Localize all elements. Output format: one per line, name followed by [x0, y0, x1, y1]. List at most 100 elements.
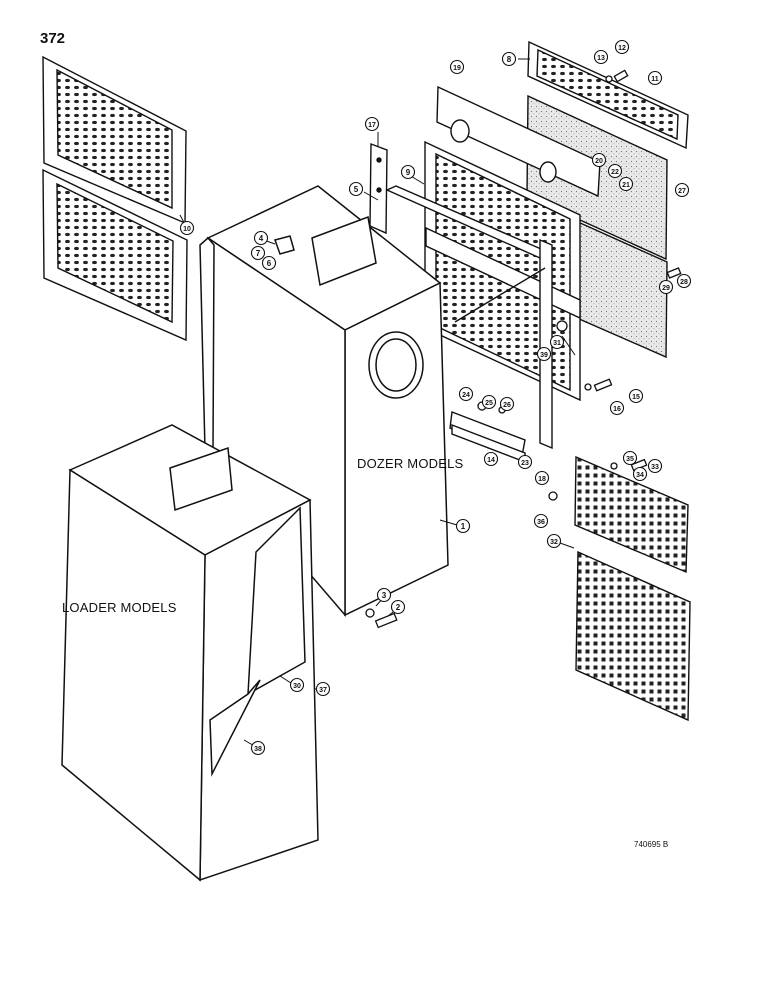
callout-number: 23 — [521, 460, 529, 467]
callout-number: 4 — [259, 234, 264, 243]
callout-number: 8 — [507, 55, 512, 64]
callout-32: 32 — [546, 533, 562, 549]
callout-26: 26 — [499, 396, 515, 412]
callout-number: 19 — [453, 65, 461, 72]
callout-number: 38 — [254, 746, 262, 753]
left-lower-grille-panel — [42, 168, 188, 342]
callout-19: 19 — [449, 59, 465, 75]
callout-circle — [348, 181, 364, 197]
callout-39: 39 — [536, 346, 552, 362]
callout-number: 12 — [618, 45, 626, 52]
callout-number: 28 — [680, 279, 688, 286]
callout-circle — [458, 386, 474, 402]
callout-circle — [364, 116, 380, 132]
callout-14: 14 — [483, 451, 499, 467]
callout-11: 11 — [647, 70, 663, 86]
callout-circle — [632, 466, 648, 482]
callout-number: 39 — [540, 352, 548, 359]
callout-15: 15 — [628, 388, 644, 404]
callout-circle — [449, 59, 465, 75]
callout-number: 10 — [183, 226, 191, 233]
callout-12: 12 — [614, 39, 630, 55]
callout-9: 9 — [400, 164, 416, 180]
callout-30: 30 — [289, 677, 305, 693]
callout-markers: 1234567891011121314151617181920212223242… — [179, 39, 692, 756]
callout-circle — [618, 176, 634, 192]
callout-number: 17 — [368, 122, 376, 129]
callout-number: 14 — [487, 457, 495, 464]
callout-number: 7 — [256, 249, 261, 258]
callout-circle — [250, 245, 266, 261]
figure-code: 740695 B — [634, 840, 669, 849]
callout-37: 37 — [315, 681, 331, 697]
callout-circle — [546, 533, 562, 549]
callout-8: 8 — [501, 51, 517, 67]
loader-models-label: LOADER MODELS — [62, 600, 177, 615]
callout-number: 32 — [550, 539, 558, 546]
loader-housing — [61, 424, 319, 882]
callout-circle — [481, 394, 497, 410]
callout-16: 16 — [609, 400, 625, 416]
callout-number: 2 — [396, 603, 401, 612]
callout-31: 31 — [549, 334, 565, 350]
callout-circle — [499, 396, 515, 412]
callout-circle — [676, 273, 692, 289]
callout-circle — [591, 152, 607, 168]
callout-number: 36 — [537, 519, 545, 526]
callout-number: 22 — [611, 169, 619, 176]
callout-circle — [647, 458, 663, 474]
callout-number: 15 — [632, 394, 640, 401]
callout-circle — [250, 740, 266, 756]
callout-38: 38 — [250, 740, 266, 756]
callout-number: 26 — [503, 402, 511, 409]
callout-circle — [622, 450, 638, 466]
upper-wire-mesh-screen — [574, 455, 689, 574]
callout-number: 20 — [595, 158, 603, 165]
callout-36: 36 — [533, 513, 549, 529]
callout-circle — [517, 454, 533, 470]
page-number: 372 — [40, 30, 66, 47]
callout-29: 29 — [658, 279, 674, 295]
callout-circle — [501, 51, 517, 67]
callout-circle — [549, 334, 565, 350]
dozer-models-label: DOZER MODELS — [357, 456, 464, 471]
callout-22: 22 — [607, 163, 623, 179]
callout-28: 28 — [676, 273, 692, 289]
callout-circle — [483, 451, 499, 467]
callout-circle — [400, 164, 416, 180]
callout-circle — [674, 182, 690, 198]
callout-4: 4 — [253, 230, 269, 246]
callout-2: 2 — [390, 599, 406, 615]
upper-bracket-plate — [436, 85, 601, 198]
callout-number: 3 — [382, 591, 387, 600]
callout-number: 13 — [597, 55, 605, 62]
callout-circle — [609, 400, 625, 416]
callout-circle — [628, 388, 644, 404]
top-perforated-plate — [527, 40, 689, 150]
callout-1: 1 — [455, 518, 471, 534]
callout-circle — [253, 230, 269, 246]
callout-number: 1 — [461, 522, 466, 531]
callout-circle — [289, 677, 305, 693]
callout-circle — [533, 513, 549, 529]
callout-circle — [647, 70, 663, 86]
callout-13: 13 — [593, 49, 609, 65]
callout-circle — [658, 279, 674, 295]
callout-number: 29 — [662, 285, 670, 292]
callout-number: 24 — [462, 392, 470, 399]
callout-number: 25 — [485, 400, 493, 407]
callout-23: 23 — [517, 454, 533, 470]
callout-10: 10 — [179, 220, 195, 236]
callout-circle — [614, 39, 630, 55]
callout-35: 35 — [622, 450, 638, 466]
callout-34: 34 — [632, 466, 648, 482]
callout-number: 16 — [613, 406, 621, 413]
callout-circle — [607, 163, 623, 179]
callout-17: 17 — [364, 116, 380, 132]
callout-20: 20 — [591, 152, 607, 168]
callout-circle — [390, 599, 406, 615]
callout-5: 5 — [348, 181, 364, 197]
callout-number: 37 — [319, 687, 327, 694]
callout-24: 24 — [458, 386, 474, 402]
